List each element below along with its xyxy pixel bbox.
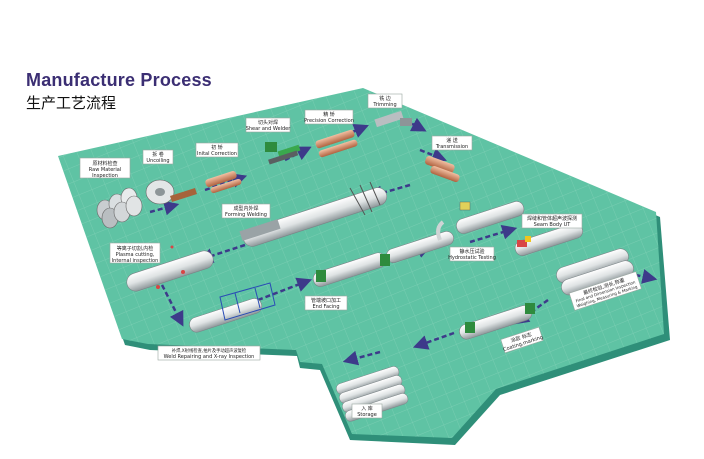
page-title: Manufacture Process — [26, 70, 212, 90]
svg-text:Inital Correction: Inital Correction — [197, 151, 237, 157]
svg-text:Plasma cutting,: Plasma cutting, — [116, 252, 155, 258]
seam-ut-station — [456, 201, 583, 256]
forming-welding-pipe — [239, 181, 388, 247]
uncoiling-machine — [145, 179, 197, 205]
svg-text:Transmission: Transmission — [435, 144, 468, 150]
label-hydrostatic: 静水压试验 Hydrostatic Testing — [448, 246, 496, 262]
plasma-cutting-pipe — [126, 245, 214, 292]
svg-text:原材料检查: 原材料检查 — [92, 160, 117, 167]
svg-text:补焊,X射线检查,拍片及手动超声波复检: 补焊,X射线检查,拍片及手动超声波复检 — [172, 347, 247, 354]
svg-text:初 矫: 初 矫 — [211, 144, 223, 151]
svg-text:Trimming: Trimming — [372, 102, 396, 108]
svg-text:拆 卷: 拆 卷 — [152, 151, 164, 158]
label-plasma-cutting: 等离子切割,内检 Plasma cutting, Internal inspec… — [109, 242, 161, 264]
svg-text:Raw Material: Raw Material — [89, 167, 121, 173]
svg-text:递 送: 递 送 — [446, 137, 458, 144]
svg-text:管端坡口加工: 管端坡口加工 — [311, 297, 341, 304]
label-weld-repair: 补焊,X射线检查,拍片及手动超声波复检 Weld Repairing and X… — [157, 345, 261, 361]
label-transmission: 递 送 Transmission — [431, 135, 473, 151]
coating-pipe — [459, 303, 535, 340]
svg-text:等离子切割,内检: 等离子切割,内检 — [117, 245, 154, 252]
weld-repair-station — [189, 282, 276, 333]
svg-text:Shear and Welder: Shear and Welder — [246, 126, 291, 132]
svg-text:Seam Body UT: Seam Body UT — [534, 222, 572, 228]
label-end-facing: 管端坡口加工 End Facing — [304, 295, 348, 311]
svg-text:Storage: Storage — [357, 412, 377, 418]
label-raw-material: 原材料检查 Raw Material Inspection — [79, 157, 131, 179]
svg-text:Inspection: Inspection — [92, 173, 118, 179]
raw-material-coils — [96, 187, 143, 229]
svg-text:成型内外焊: 成型内外焊 — [233, 205, 258, 212]
svg-text:Internal inspection: Internal inspection — [112, 258, 159, 264]
svg-text:Uncoiling: Uncoiling — [146, 158, 169, 164]
page-subtitle: 生产工艺流程 — [26, 94, 117, 112]
label-uncoiling: 拆 卷 Uncoiling — [142, 149, 174, 165]
shear-welder — [265, 142, 301, 165]
label-initial-correction: 初 矫 Inital Correction — [195, 142, 239, 158]
svg-text:Forming Welding: Forming Welding — [225, 212, 267, 218]
svg-text:Weld Repairing and X-ray Inspe: Weld Repairing and X-ray Inspection — [164, 354, 255, 360]
transmission-rollers — [425, 155, 460, 183]
svg-text:Hydrostatic Testing: Hydrostatic Testing — [448, 255, 496, 261]
label-seam-ut: 焊缝和管体超声波探测 Seam Body UT — [521, 213, 583, 229]
label-storage: 入 库 Storage — [351, 403, 383, 419]
end-facing-pipe — [312, 252, 390, 287]
svg-text:精 矫: 精 矫 — [323, 111, 335, 118]
svg-text:End Facing: End Facing — [312, 304, 339, 310]
label-forming-welding: 成型内外焊 Forming Welding — [221, 203, 271, 219]
trimming-machine — [374, 110, 412, 128]
label-shear-welder: 切头对焊 Shear and Welder — [245, 117, 291, 133]
label-precision-correction: 精 矫 Precision Correction — [304, 109, 354, 125]
svg-text:静水压试验: 静水压试验 — [459, 248, 484, 255]
initial-correction-rollers — [205, 171, 242, 194]
svg-text:焊缝和管体超声波探测: 焊缝和管体超声波探测 — [527, 215, 577, 222]
svg-text:入 库: 入 库 — [361, 405, 373, 412]
svg-text:Precision Correction: Precision Correction — [304, 118, 354, 124]
precision-correction-rollers — [315, 129, 358, 158]
label-trimming: 铣 边 Trimming — [367, 93, 403, 109]
svg-text:铣 边: 铣 边 — [379, 95, 391, 102]
svg-text:切头对焊: 切头对焊 — [258, 119, 278, 126]
